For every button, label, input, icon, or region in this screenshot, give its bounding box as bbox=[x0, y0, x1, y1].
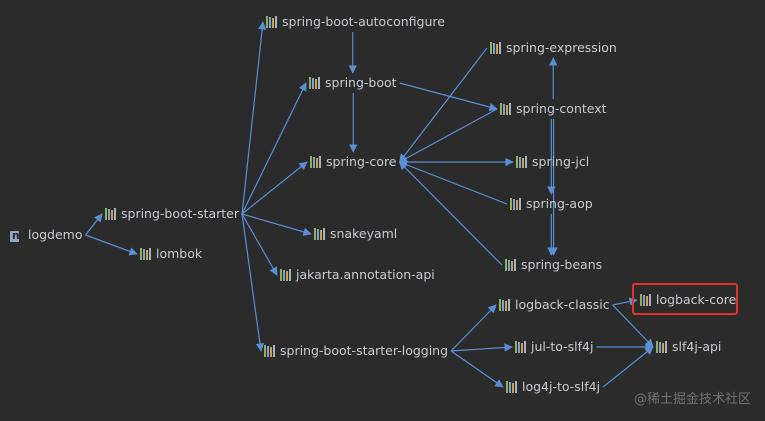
node-jakarta-annotation-api[interactable]: jakarta.annotation-api bbox=[280, 267, 435, 283]
library-icon bbox=[264, 345, 275, 357]
library-icon bbox=[500, 103, 511, 115]
node-lombok[interactable]: lombok bbox=[140, 246, 202, 262]
edge-aop-to-core bbox=[398, 160, 508, 205]
library-icon bbox=[640, 294, 651, 306]
edge-logdemo-to-starter bbox=[85, 213, 103, 236]
edge-logdemo-to-lombok bbox=[85, 234, 138, 256]
node-spring-boot-starter-logging[interactable]: spring-boot-starter-logging bbox=[264, 343, 448, 359]
node-spring-expression[interactable]: spring-expression bbox=[490, 40, 617, 56]
node-label: log4j-to-slf4j bbox=[522, 379, 601, 394]
node-spring-aop[interactable]: spring-aop bbox=[510, 196, 593, 212]
library-icon bbox=[656, 341, 667, 353]
library-icon bbox=[310, 156, 321, 168]
edge-starter-to-boot bbox=[241, 82, 307, 215]
node-label: logdemo bbox=[28, 227, 83, 242]
highlight-box bbox=[632, 283, 738, 315]
node-label: spring-expression bbox=[506, 40, 617, 55]
edge-starter-to-snakeyaml bbox=[241, 213, 312, 236]
library-icon bbox=[309, 77, 320, 89]
library-icon bbox=[510, 198, 521, 210]
node-log4j-to-slf4j[interactable]: log4j-to-slf4j bbox=[506, 379, 600, 395]
node-label: spring-boot-autoconfigure bbox=[282, 14, 445, 29]
edge-beans-to-core bbox=[398, 161, 503, 266]
node-spring-beans[interactable]: spring-beans bbox=[505, 257, 602, 273]
node-label: lombok bbox=[156, 246, 203, 261]
library-icon bbox=[314, 228, 325, 240]
edge-starter-to-core bbox=[241, 161, 308, 215]
library-icon bbox=[266, 16, 277, 28]
edge-starter-to-autoconfigure bbox=[241, 21, 267, 215]
library-icon bbox=[515, 341, 526, 353]
node-label: spring-boot-starter bbox=[121, 206, 240, 221]
library-icon bbox=[506, 381, 517, 393]
node-label: spring-jcl bbox=[532, 154, 590, 169]
edge-starter-to-jakarta bbox=[241, 213, 278, 276]
node-label: spring-boot bbox=[325, 75, 397, 90]
edge-logging-to-jul bbox=[451, 343, 513, 352]
node-logdemo[interactable]: logdemo bbox=[10, 227, 83, 244]
node-spring-boot[interactable]: spring-boot bbox=[309, 75, 397, 91]
library-icon bbox=[505, 259, 516, 271]
node-label: spring-core bbox=[326, 154, 397, 169]
node-logback-classic[interactable]: logback-classic bbox=[499, 297, 610, 313]
node-label: spring-aop bbox=[526, 196, 593, 211]
node-label: slf4j-api bbox=[672, 339, 722, 354]
node-label: jul-to-slf4j bbox=[531, 339, 594, 354]
node-logback-core[interactable]: logback-core bbox=[640, 292, 736, 308]
node-label: spring-boot-starter-logging bbox=[280, 343, 449, 358]
node-label: spring-beans bbox=[521, 257, 603, 272]
node-spring-boot-autoconfigure[interactable]: spring-boot-autoconfigure bbox=[266, 14, 445, 30]
node-snakeyaml[interactable]: snakeyaml bbox=[314, 226, 397, 242]
node-spring-boot-starter[interactable]: spring-boot-starter bbox=[105, 206, 239, 222]
node-spring-core[interactable]: spring-core bbox=[310, 154, 397, 170]
edge-log4j-to-slf4j bbox=[602, 346, 654, 388]
library-icon bbox=[105, 208, 116, 220]
node-spring-context[interactable]: spring-context bbox=[500, 101, 607, 117]
library-icon bbox=[516, 156, 527, 168]
module-icon bbox=[10, 228, 23, 244]
node-spring-jcl[interactable]: spring-jcl bbox=[516, 154, 589, 170]
watermark: @稀土掘金技术社区 bbox=[633, 392, 751, 407]
library-icon bbox=[140, 248, 151, 260]
node-label: spring-context bbox=[516, 101, 607, 116]
node-slf4j-api[interactable]: slf4j-api bbox=[656, 339, 721, 355]
edge-starter-to-logging bbox=[241, 213, 265, 352]
edge-logging-to-classic bbox=[450, 304, 497, 352]
library-icon bbox=[490, 42, 501, 54]
node-label: jakarta.annotation-api bbox=[296, 267, 435, 282]
library-icon bbox=[499, 299, 510, 311]
node-jul-to-slf4j[interactable]: jul-to-slf4j bbox=[515, 339, 593, 355]
node-label: logback-classic bbox=[515, 297, 610, 312]
edge-classic-to-slf4j bbox=[612, 304, 654, 348]
edge-boot-to-context bbox=[399, 82, 498, 112]
library-icon bbox=[280, 269, 291, 281]
edge-logging-to-log4j bbox=[450, 350, 504, 388]
node-label: snakeyaml bbox=[330, 226, 398, 241]
edge-expression-to-core bbox=[399, 47, 488, 163]
node-label: logback-core bbox=[656, 292, 737, 307]
edge-context-to-core bbox=[398, 108, 498, 163]
